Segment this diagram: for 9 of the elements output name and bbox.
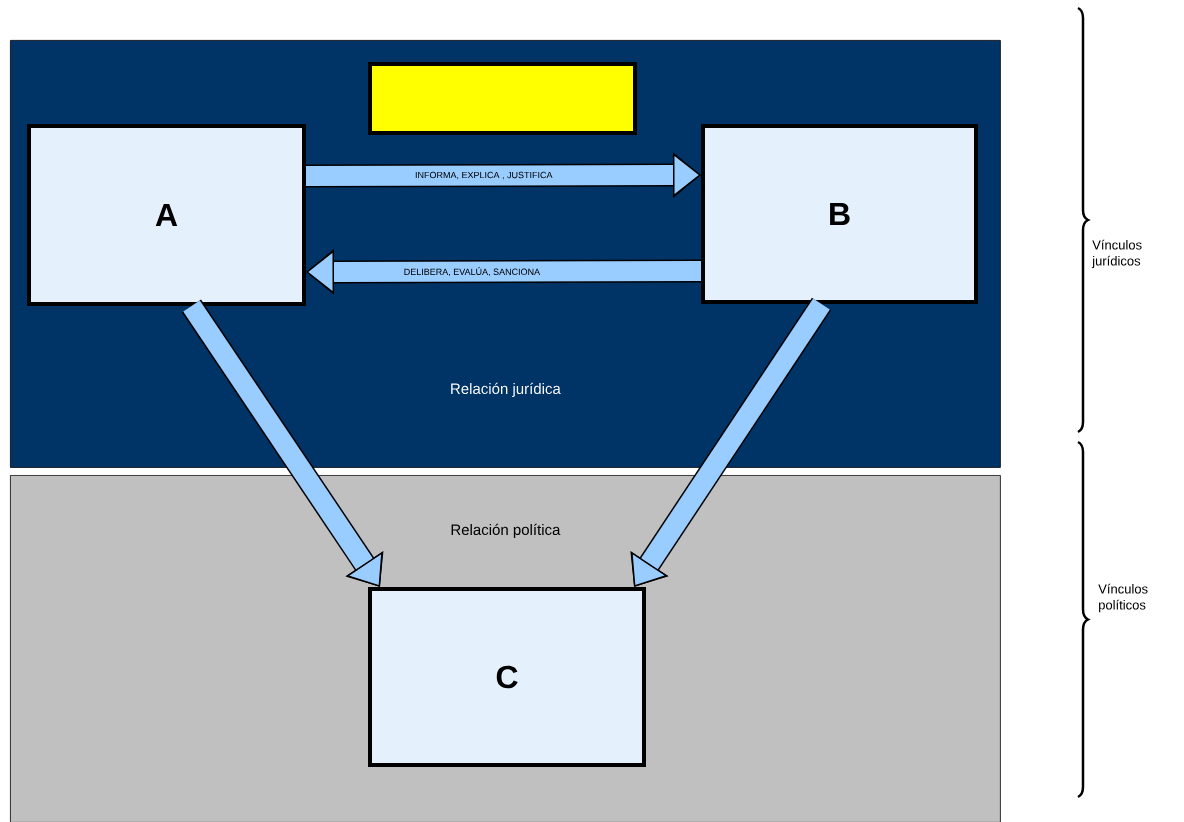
side-label: Vínculos políticos	[1098, 583, 1148, 613]
letter-box: A	[27, 124, 306, 306]
side-label: Vínculos jurídicos	[1091, 239, 1142, 269]
letter-box: B	[701, 124, 978, 304]
edge-label: DELIBERA, EVALÚA, SANCIONA	[402, 266, 542, 278]
letter-box: C	[368, 587, 646, 767]
block-arrow	[181, 299, 384, 587]
highlight-box	[368, 62, 637, 135]
edge-label: INFORMA, EXPLICA , JUSTIFICA	[414, 170, 554, 181]
